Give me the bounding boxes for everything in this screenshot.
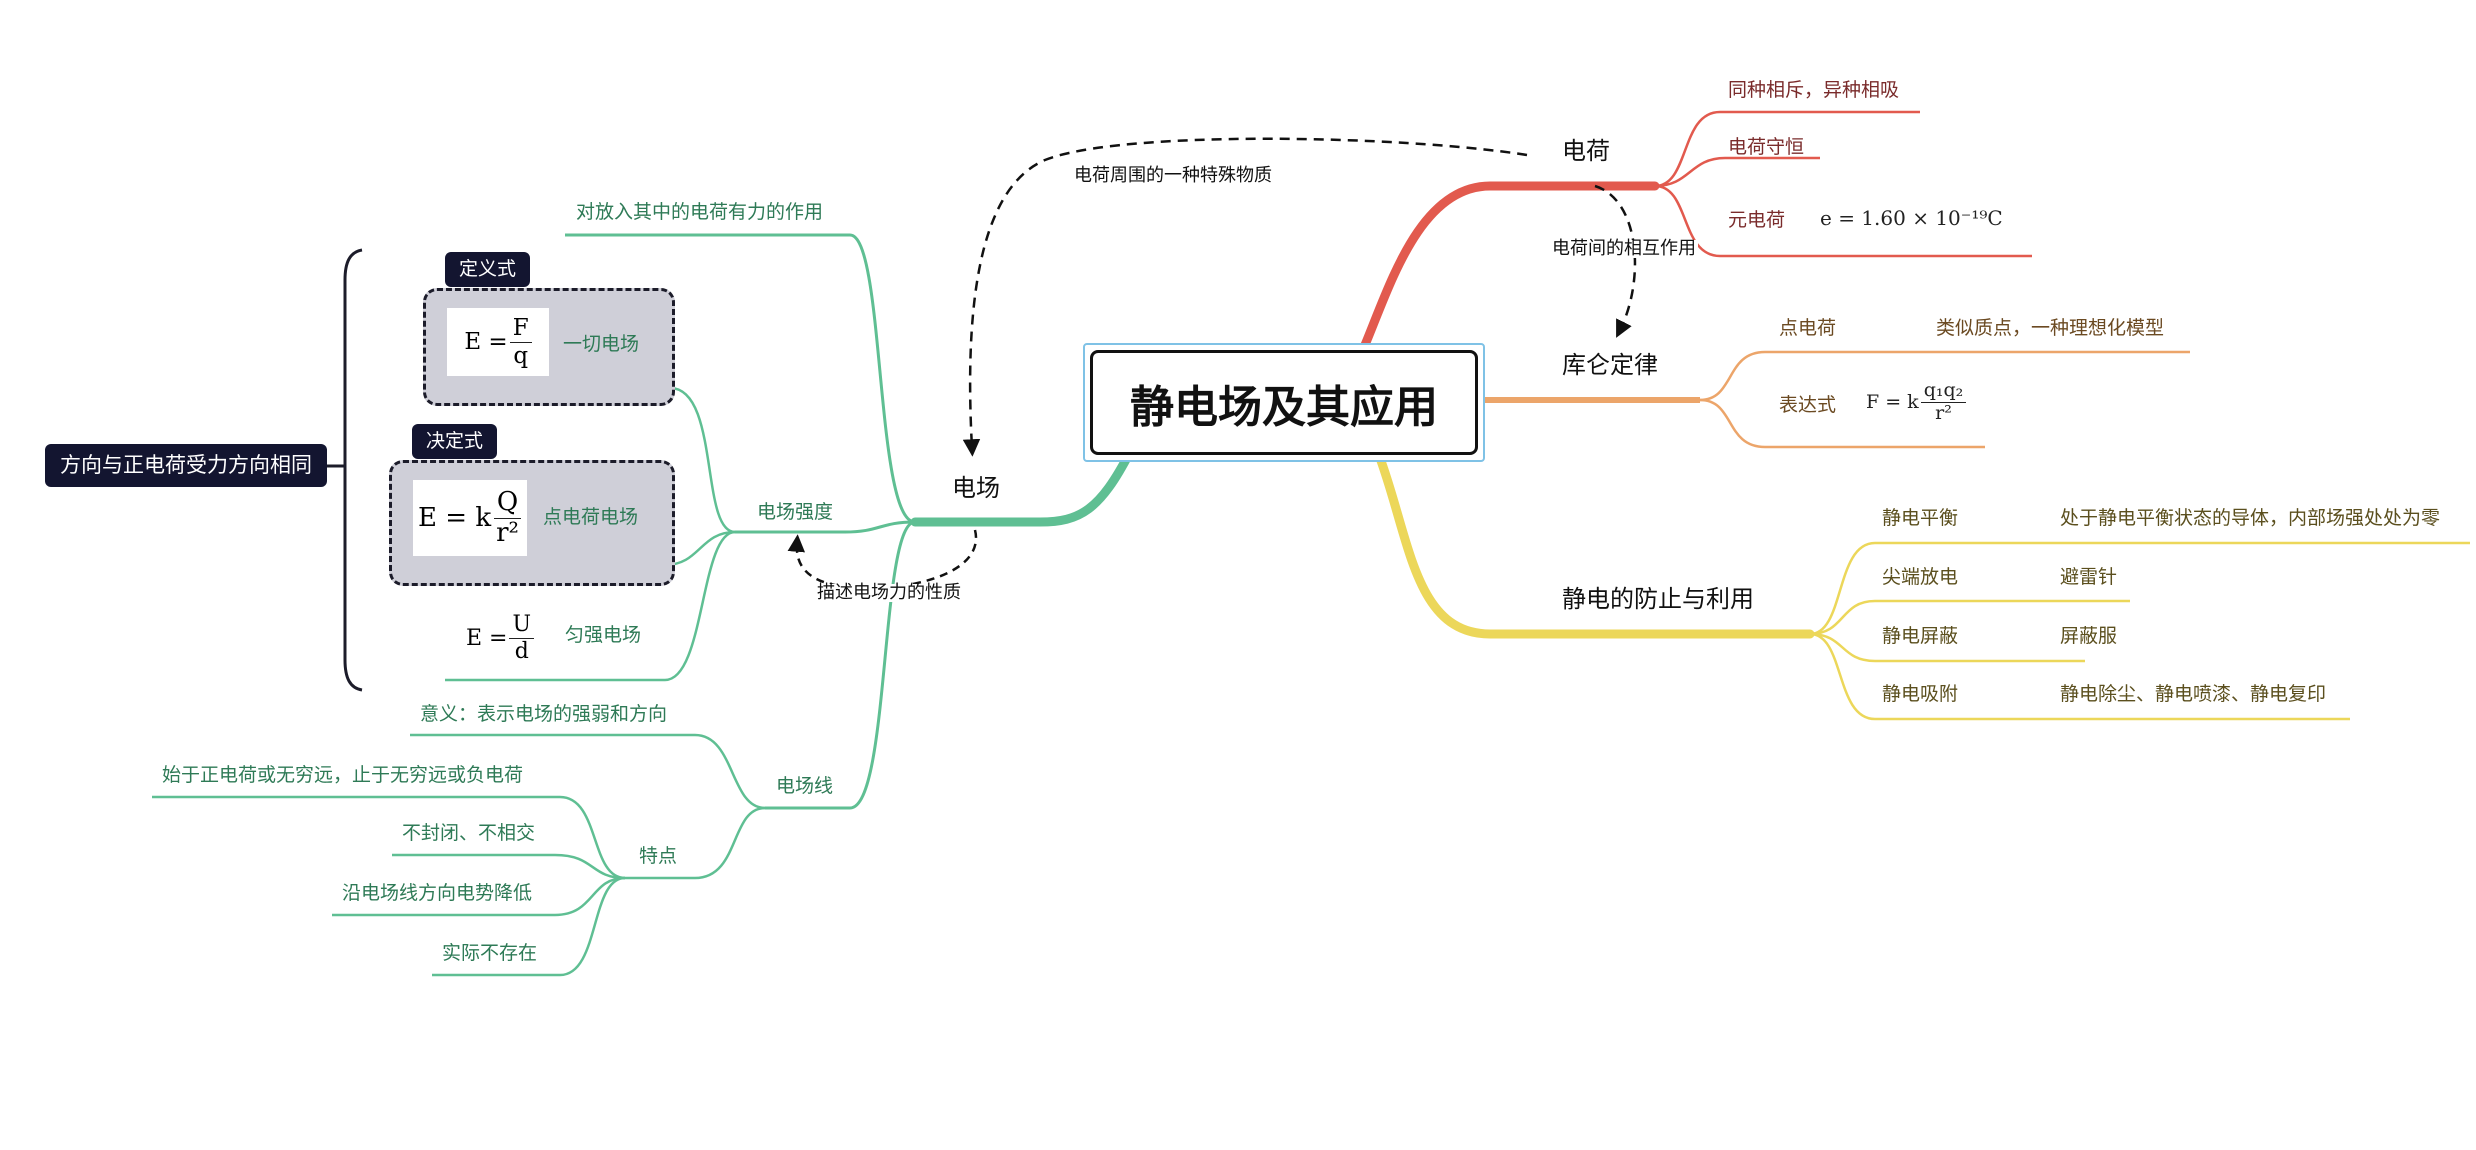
strength-def: [440, 386, 736, 534]
feature-1: [152, 795, 626, 880]
topic-static[interactable]: 静电的防止与利用: [1562, 585, 1754, 613]
coulomb-item-2: [1699, 398, 1985, 449]
coulomb-point-charge-desc: 类似质点，一种理想化模型: [1936, 317, 2165, 339]
branch-static-trunk: [1375, 453, 1815, 639]
topic-charge[interactable]: 电荷: [1562, 137, 1610, 165]
charge-item-3[interactable]: 元电荷: [1728, 209, 1786, 231]
static-row-2-label[interactable]: 尖端放电: [1882, 566, 1959, 588]
field-lines-meaning[interactable]: 意义：表示电场的强弱和方向: [420, 703, 668, 725]
branch-field-note: [565, 233, 916, 524]
formula-decisive-den: r²: [496, 517, 519, 548]
topic-strength[interactable]: 电场强度: [757, 501, 834, 523]
scope-point-charge: 点电荷电场: [543, 506, 639, 528]
charge-item-3: [1654, 184, 2032, 258]
feature-item-4[interactable]: 实际不存在: [442, 942, 538, 964]
relation-field-property: [787, 529, 978, 590]
branch-lines: [765, 520, 916, 810]
charge-item-1[interactable]: 同种相斥，异种相吸: [1728, 79, 1900, 101]
static-row-1: [1809, 541, 2470, 636]
branch-field-trunk: [910, 447, 1135, 527]
static-row-4: [1809, 632, 2350, 721]
static-row-4-desc: 静电除尘、静电喷漆、静电复印: [2060, 683, 2327, 705]
feature-4: [432, 876, 626, 977]
strength-bracket: [343, 248, 363, 692]
central-topic[interactable]: 静电场及其应用: [1083, 343, 1485, 462]
formula-decisive-num: Q: [493, 488, 522, 519]
scope-all-fields: 一切电场: [563, 333, 640, 355]
charge-item-2: [1654, 156, 1820, 188]
topic-field-lines[interactable]: 电场线: [776, 775, 834, 797]
formula-uniform-num: U: [509, 613, 535, 639]
feature-item-2[interactable]: 不封闭、不相交: [402, 822, 536, 844]
relation-label-charge-to-field[interactable]: 电荷周围的一种特殊物质: [1072, 165, 1274, 186]
formula-definition-num: F: [509, 316, 532, 343]
static-row-4-label[interactable]: 静电吸附: [1882, 683, 1959, 705]
static-row-1-label[interactable]: 静电平衡: [1882, 507, 1959, 529]
relation-label-charge-interaction[interactable]: 电荷间的相互作用: [1550, 238, 1698, 259]
tag-definition: 定义式: [445, 252, 531, 287]
tag-decisive: 决定式: [412, 424, 498, 459]
static-row-2-desc: 避雷针: [2060, 566, 2118, 588]
strength-uniform: [445, 530, 736, 682]
central-topic-label: 静电场及其应用: [1090, 350, 1478, 455]
static-row-1-desc: 处于静电平衡状态的导体，内部场强处处为零: [2060, 507, 2441, 529]
formula-uniform-lhs: E =: [465, 625, 508, 651]
coulomb-formula-den: r²: [1935, 401, 1952, 424]
static-row-3-label[interactable]: 静电屏蔽: [1882, 625, 1959, 647]
formula-uniform-den: d: [514, 638, 529, 664]
topic-features[interactable]: 特点: [639, 845, 678, 867]
coulomb-formula-lhs: F = k: [1866, 390, 1919, 413]
direction-note[interactable]: 方向与正电荷受力方向相同: [45, 444, 327, 487]
relation-label-field-property[interactable]: 描述电场力的性质: [815, 582, 963, 603]
feature-item-3[interactable]: 沿电场线方向电势降低: [342, 882, 533, 904]
feature-3: [332, 876, 626, 917]
static-row-2: [1809, 599, 2130, 636]
static-row-3: [1809, 632, 2085, 663]
static-row-3-desc: 屏蔽服: [2060, 625, 2118, 647]
lines-meaning: [410, 733, 766, 810]
branch-strength: [735, 520, 916, 534]
relation-charge-to-field: [962, 137, 1528, 457]
coulomb-item-1: [1699, 350, 2190, 402]
branch-charge-trunk: [1360, 181, 1660, 350]
coulomb-point-charge[interactable]: 点电荷: [1779, 317, 1837, 339]
formula-definition-lhs: E =: [464, 329, 508, 355]
formula-decisive-lhs: E = k: [418, 503, 492, 533]
scope-uniform: 匀强电场: [565, 624, 642, 646]
elementary-charge-formula: e = 1.60 × 10⁻¹⁹C: [1820, 206, 2003, 230]
coulomb-expression-label[interactable]: 表达式: [1779, 394, 1837, 416]
field-note[interactable]: 对放入其中的电荷有力的作用: [576, 201, 824, 223]
feature-2: [392, 853, 626, 880]
charge-item-1: [1654, 110, 1920, 188]
feature-item-1[interactable]: 始于正电荷或无穷远，止于无穷远或负电荷: [162, 764, 524, 786]
lines-features: [625, 806, 766, 880]
charge-item-2[interactable]: 电荷守恒: [1728, 136, 1805, 158]
topic-coulomb[interactable]: 库仑定律: [1562, 351, 1658, 379]
coulomb-formula-num: q₁q₂: [1920, 380, 1967, 403]
topic-field[interactable]: 电场: [952, 474, 1000, 502]
formula-definition-den: q: [513, 342, 529, 369]
